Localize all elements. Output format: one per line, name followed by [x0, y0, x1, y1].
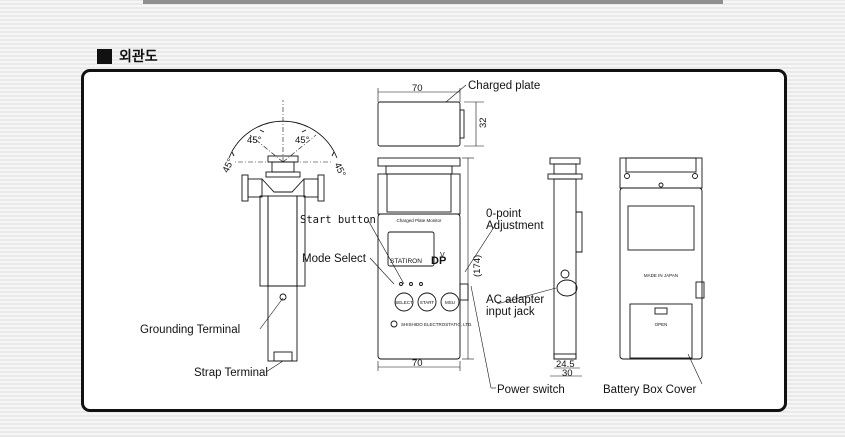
diagram-frame: 45° 45° 45° 45° Grounding Terminal Strap… — [81, 69, 787, 412]
display-unit: V — [440, 252, 445, 259]
ac-adapter-label-2: input jack — [486, 306, 535, 318]
battery-open-label: OPEN — [655, 322, 668, 327]
model-name: DP — [431, 255, 446, 267]
angle-label-4: 45° — [332, 161, 348, 179]
dim-overall-height: (174) — [472, 255, 483, 277]
maker-text: SHISHIDO ELECTROSTATIC, LTD. — [401, 322, 473, 327]
start-button: START — [420, 300, 435, 305]
charged-plate-label: Charged plate — [468, 80, 540, 92]
grounding-terminal-label: Grounding Terminal — [140, 324, 240, 336]
heading-bullet-square — [97, 48, 112, 64]
mode-select-label: Mode Select — [302, 253, 367, 265]
dim-body-width: 70 — [412, 358, 423, 369]
dim-side-depth: 24.5 — [556, 359, 575, 370]
select-button: SELECT — [395, 300, 413, 305]
start-button-label: Start button — [300, 214, 376, 226]
rotation-side-view — [228, 100, 338, 362]
zero-point-label-1: 0-point — [486, 208, 522, 220]
dim-top-width: 70 — [412, 83, 423, 94]
ac-adapter-label-1: AC adapter — [486, 294, 544, 306]
dim-side-total: 30 — [562, 368, 573, 379]
brand-name: STATIRON — [390, 258, 422, 265]
zero-point-label-2: Adjustment — [486, 220, 544, 232]
front-panel-title: Charged Plate Monitor — [396, 218, 442, 223]
power-switch-label: Power switch — [497, 384, 565, 396]
dim-plate-height: 32 — [478, 117, 489, 128]
angle-label-2: 45° — [295, 135, 310, 146]
angle-label-1: 45° — [247, 135, 262, 146]
made-in-label: MADE IN JAPAN — [644, 273, 678, 278]
section-heading: 외관도 — [97, 46, 158, 66]
charged-plate-top-view — [377, 84, 484, 147]
msu-button: MSU — [445, 300, 455, 305]
outline-drawing: 45° 45° 45° 45° Grounding Terminal Strap… — [140, 80, 705, 396]
rear-view — [619, 157, 705, 360]
front-view-body — [377, 157, 469, 360]
side-view — [547, 157, 583, 360]
angle-label-3: 45° — [221, 157, 237, 175]
battery-box-cover-label: Battery Box Cover — [603, 384, 696, 396]
strap-terminal-label: Strap Terminal — [194, 367, 268, 379]
section-title: 외관도 — [119, 49, 158, 65]
top-divider-line — [143, 0, 723, 4]
